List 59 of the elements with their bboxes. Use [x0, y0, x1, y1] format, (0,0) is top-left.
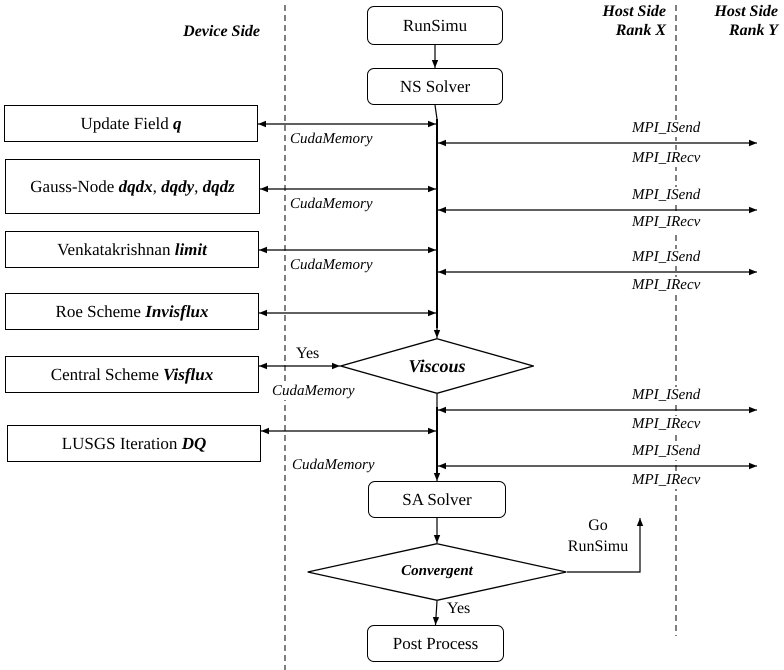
edge-label: CudaMemory	[290, 196, 372, 212]
arrow	[438, 206, 757, 214]
arrow	[260, 186, 436, 192]
arrow	[567, 518, 644, 573]
edge-label: MPI_ISend	[632, 387, 700, 404]
process-box	[367, 6, 503, 45]
signal-label: MPI_IRecv	[632, 472, 700, 488]
node-label: RunSimu	[402, 16, 468, 36]
node-label: LUSGS Iteration DQ	[62, 434, 206, 454]
decision-label: Convergent	[401, 563, 473, 581]
arrow	[259, 310, 436, 316]
arrow	[438, 140, 757, 146]
node-label: Roe Scheme Invisflux	[56, 302, 208, 322]
node-label: NS Solver	[400, 76, 470, 96]
lane-heading: Device Side	[182, 22, 260, 42]
process-box	[367, 68, 503, 105]
arrow	[438, 406, 757, 414]
process-box	[5, 293, 259, 330]
bus-line	[436, 407, 438, 474]
node-label: Central Scheme Visflux	[50, 364, 214, 384]
arrow	[258, 120, 436, 128]
edge-label: CudaMemory	[292, 457, 374, 474]
decision-label: Viscous	[408, 356, 466, 376]
arrow	[434, 473, 440, 481]
node-label: Post Process	[392, 634, 478, 654]
signal-label: MPI_IRecv	[632, 150, 700, 166]
signal-label: MPI_IRecv	[632, 416, 700, 432]
process-box	[367, 625, 504, 662]
edge-label: CudaMemory	[290, 257, 372, 274]
process-box	[5, 356, 259, 393]
signal-label: MPI_IRecv	[632, 277, 700, 294]
node-label: SA Solver	[402, 490, 472, 510]
process-box	[368, 481, 506, 518]
arrow	[259, 362, 340, 370]
lane-heading: Host Side Rank Y	[713, 2, 778, 40]
arrow	[432, 45, 438, 68]
arrow	[438, 268, 757, 276]
signal-label: MPI_IRecv	[632, 214, 700, 230]
edge-label: MPI_ISend	[632, 120, 700, 136]
edge-label: CudaMemory	[290, 131, 372, 148]
arrow	[434, 518, 440, 543]
edge-label: MPI_ISend	[632, 443, 700, 460]
process-box	[5, 231, 259, 268]
process-box	[5, 159, 260, 214]
arrow	[432, 600, 440, 626]
node-label: Venkatakrishnan limit	[57, 240, 207, 260]
edge-label: MPI_ISend	[632, 249, 700, 266]
arrow	[259, 246, 436, 254]
process-box	[4, 105, 258, 142]
arrow	[261, 428, 436, 434]
process-box	[7, 425, 261, 462]
node-label: Gauss-Node dqdx, dqdy, dqdz	[29, 176, 236, 196]
node-label: Update Field q	[80, 114, 182, 134]
signal-label: CudaMemory	[272, 383, 354, 400]
edge-label: MPI_ISend	[632, 187, 700, 204]
arrow	[438, 462, 757, 470]
arrow	[434, 328, 440, 338]
lane-heading: Host Side Rank X	[601, 2, 666, 40]
bus-line	[436, 119, 438, 328]
